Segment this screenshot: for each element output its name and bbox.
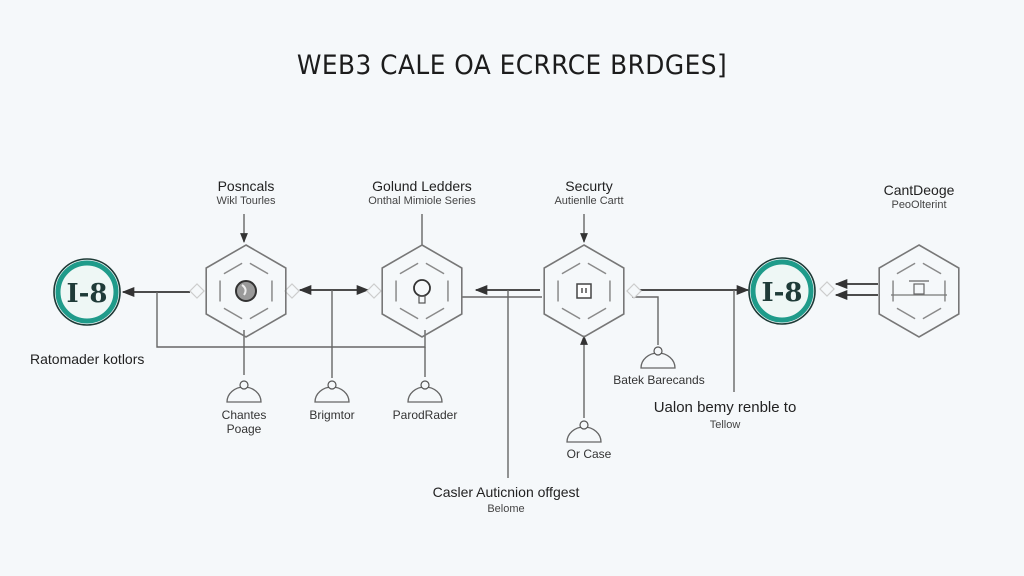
hex2-label: Golund Ledders Onthal Mimiole Series xyxy=(368,178,476,207)
hex3-label: Securty Autienlle Cartt xyxy=(554,178,623,207)
bell-icon xyxy=(239,380,249,390)
right-note-sub: Tellow xyxy=(709,419,741,431)
loop-feedback xyxy=(156,292,426,348)
hex1-subtitle: Wikl Tourles xyxy=(216,195,276,207)
globe-icon xyxy=(235,280,257,302)
line-to-batek xyxy=(632,296,659,345)
bell1-subtitle: Poage xyxy=(226,422,262,436)
hex4-subtitle: PeoOlterint xyxy=(891,199,947,211)
bottom-note: Casler Auticnion offgest Belome xyxy=(433,484,580,515)
port-right-endpoint xyxy=(819,281,835,297)
bell2-title: Brigmtor xyxy=(309,408,355,422)
bell-icon xyxy=(420,380,430,390)
hex-node-hex3[interactable] xyxy=(543,244,625,338)
lightbulb-icon xyxy=(413,279,431,304)
bell3-label: ParodRader xyxy=(393,408,458,422)
bell-node-b5[interactable] xyxy=(566,420,602,443)
hex2-title: Golund Ledders xyxy=(372,178,472,194)
bell4-label: Batek Barecands xyxy=(613,373,704,387)
endpoint-left[interactable]: I-8 xyxy=(53,258,121,326)
chip-icon xyxy=(576,283,592,299)
bottom-note-sub: Belome xyxy=(487,503,525,515)
bottom-note-title: Casler Auticnion offgest xyxy=(432,484,580,500)
port-hex2-left xyxy=(366,283,382,299)
left-note-text: Ratomader kotlors xyxy=(30,351,145,367)
hex1-label: Posncals Wikl Tourles xyxy=(216,178,275,207)
bell2-label: Brigmtor xyxy=(309,408,354,422)
bell1-title: Chantes xyxy=(221,408,267,422)
bell-icon xyxy=(579,420,589,430)
endpoint-right[interactable]: I-8 xyxy=(748,257,816,325)
hex2-subtitle: Onthal Mimiole Series xyxy=(368,195,476,207)
ports xyxy=(189,281,835,299)
bell-node-b4[interactable] xyxy=(640,346,676,369)
port-hex1-left xyxy=(189,283,205,299)
hex3-subtitle: Autienlle Cartt xyxy=(554,195,624,207)
bell4-title: Batek Barecands xyxy=(613,373,705,387)
hex3-title: Securty xyxy=(565,178,613,194)
bell3-title: ParodRader xyxy=(392,408,458,422)
hex1-title: Posncals xyxy=(217,178,275,194)
bell5-title: Or Case xyxy=(566,447,612,461)
port-hex3-right xyxy=(626,283,642,299)
hex-node-hex2[interactable] xyxy=(381,244,463,338)
hex4-label: CantDeoge PeoOlterint xyxy=(884,182,955,211)
endpoint-right-label: I-8 xyxy=(761,278,802,308)
bell-node-b2[interactable] xyxy=(314,380,350,403)
connectors xyxy=(121,214,878,478)
hex-node-hex1[interactable] xyxy=(205,244,287,338)
left-note: Ratomader kotlors xyxy=(30,351,144,367)
bell1-label: Chantes Poage xyxy=(222,408,267,436)
diagram-title: WEB3 CALE OA ECRRCE BRDGES] xyxy=(296,50,728,81)
bell-icon xyxy=(653,346,663,356)
drone-icon xyxy=(891,280,947,296)
bell-node-b3[interactable] xyxy=(407,380,443,403)
hex4-title: CantDeoge xyxy=(883,182,955,198)
right-note: Ualon bemy renble to Tellow xyxy=(654,399,797,431)
bell-icon xyxy=(327,380,337,390)
hex-node-hex4[interactable] xyxy=(878,244,960,338)
port-hex1-right xyxy=(284,283,300,299)
right-note-title: Ualon bemy renble to xyxy=(653,399,797,416)
bell5-label: Or Case xyxy=(567,447,612,461)
bell-node-b1[interactable] xyxy=(226,380,262,403)
endpoint-left-label: I-8 xyxy=(66,279,107,309)
